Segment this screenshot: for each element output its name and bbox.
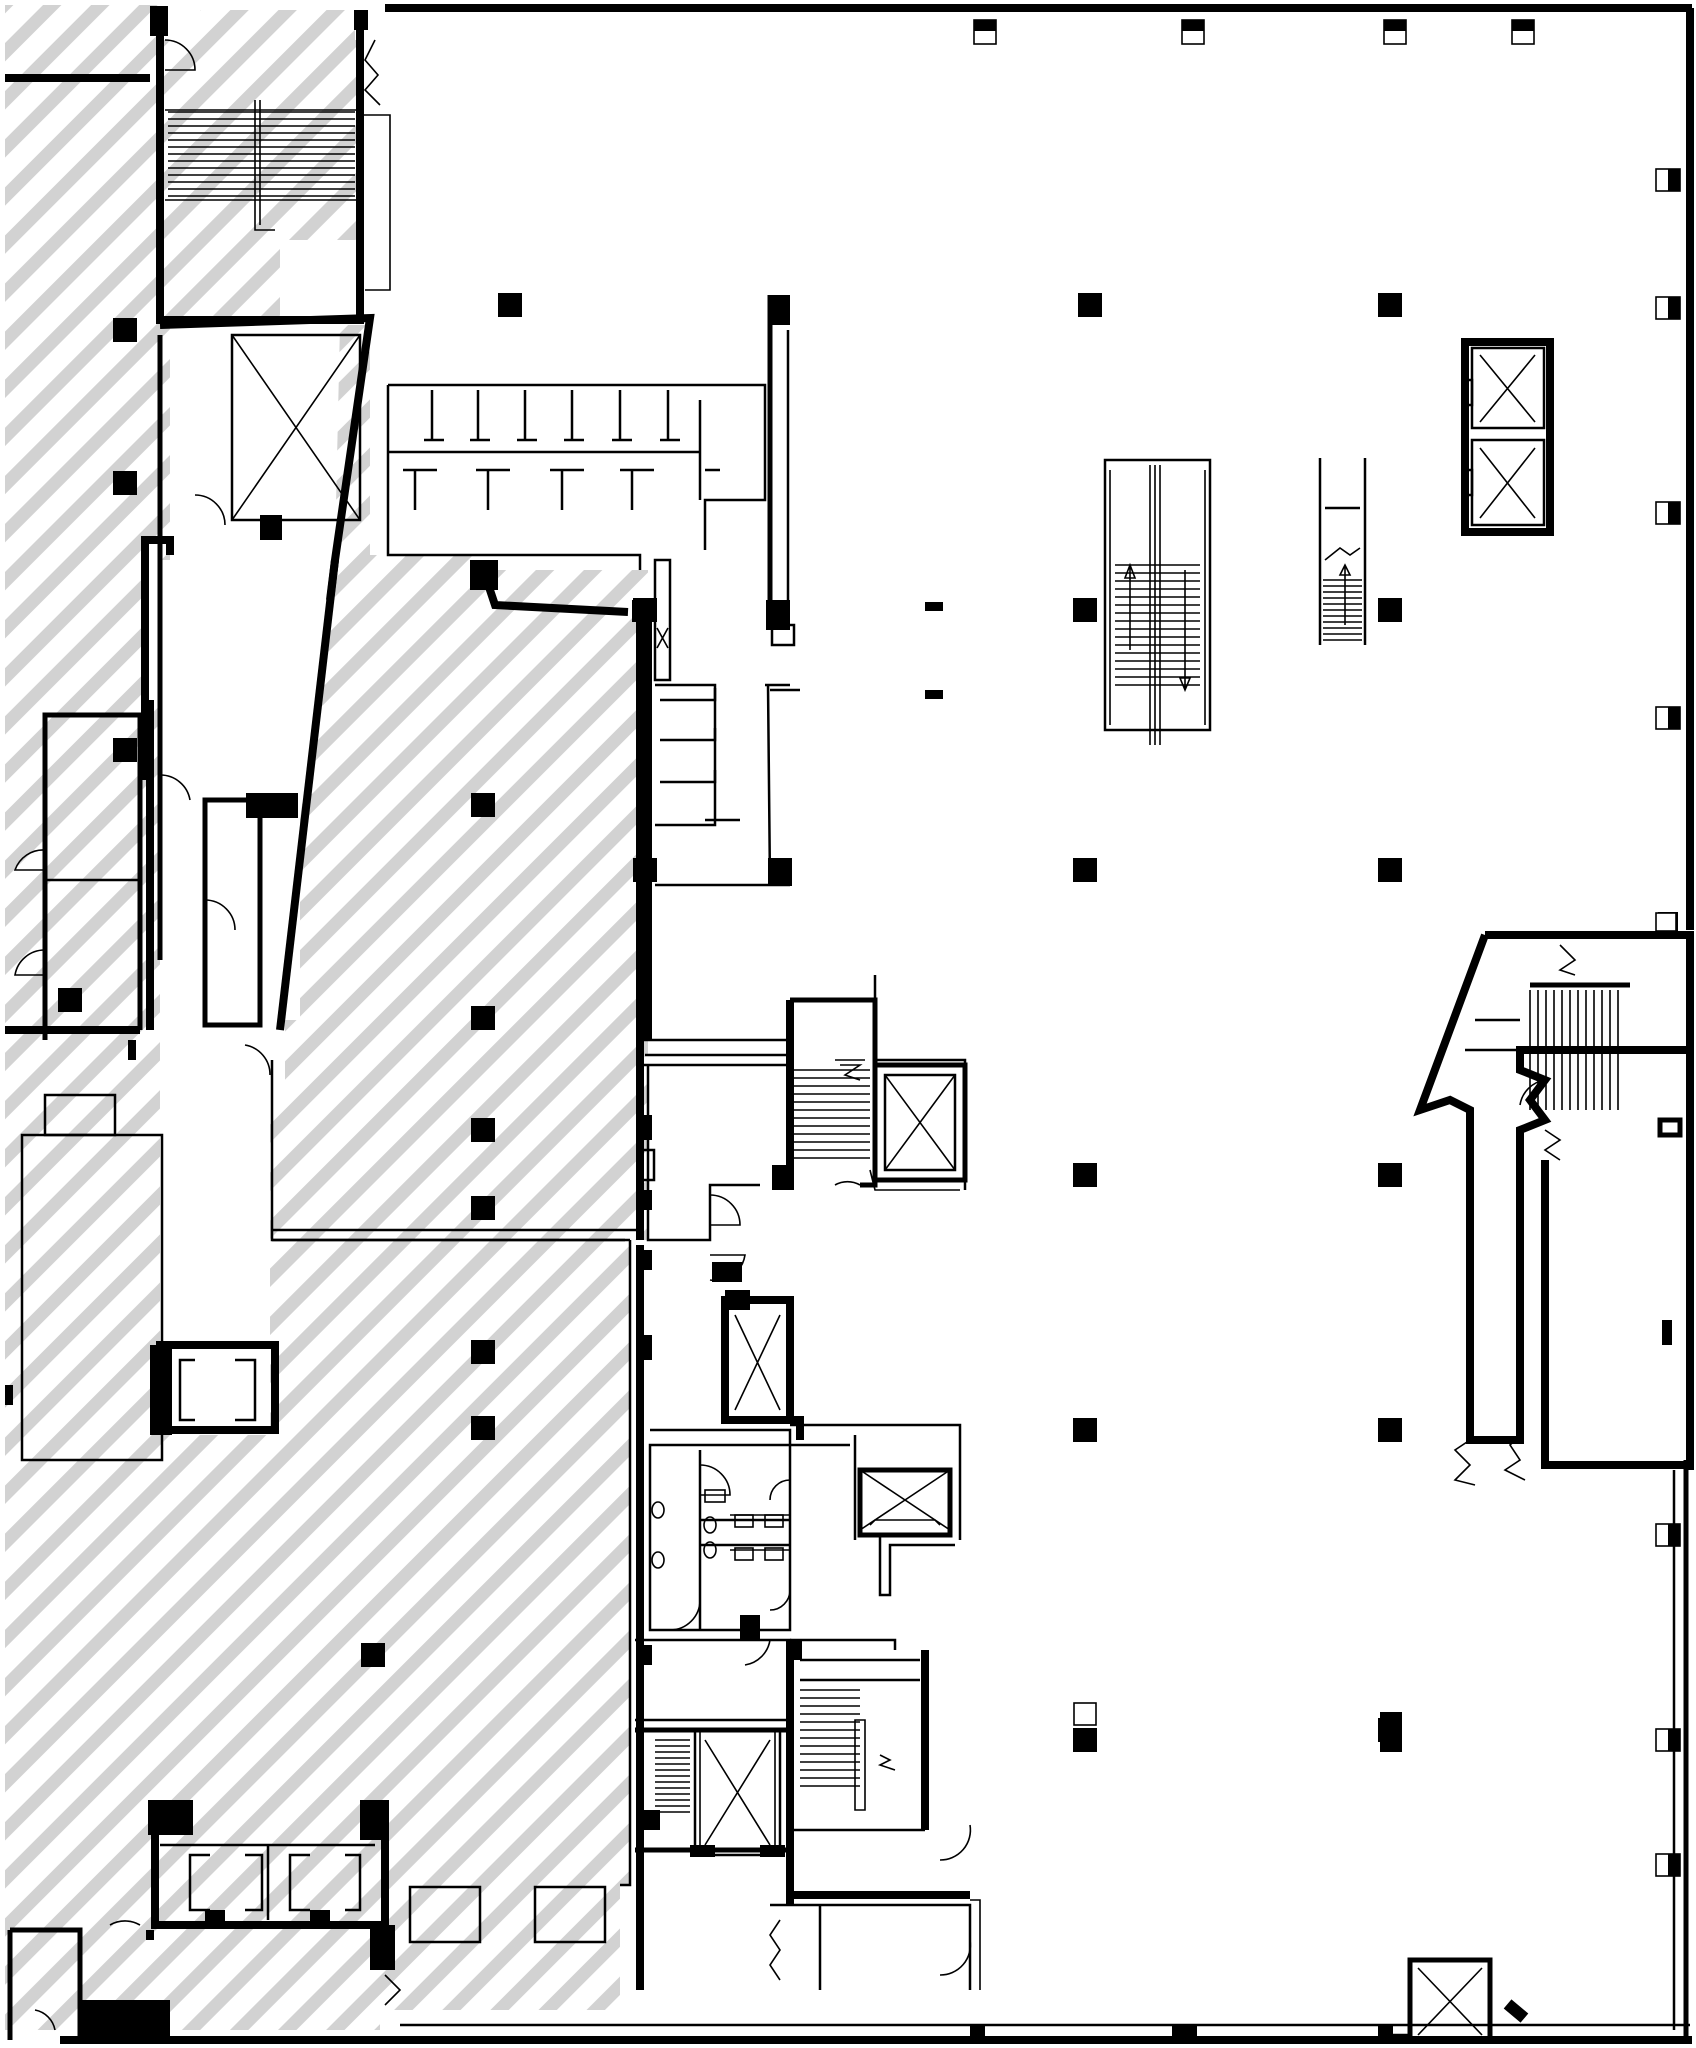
structural-column: [128, 1040, 136, 1060]
structural-column: [58, 988, 82, 1012]
cubicle-partition: [660, 390, 680, 442]
hatched-area-west-strip: [5, 5, 360, 1030]
west-block-objects: [20, 1093, 279, 1462]
cubicle-partition: [698, 400, 720, 500]
southwest-bottom-rooms: [7, 1885, 607, 2044]
perimeter-pier-fill: [1182, 20, 1204, 31]
cubicle-partition: [660, 688, 717, 702]
perimeter-pier-fill: [1668, 1854, 1680, 1876]
structural-column: [471, 1340, 495, 1364]
structural-column: [1073, 598, 1097, 622]
perimeter-pier-fill: [1668, 1524, 1680, 1546]
sink-fixture: [734, 1547, 754, 1561]
perimeter-pier-fill: [1512, 20, 1534, 31]
cubicle-partition: [476, 468, 510, 510]
structural-column: [1078, 293, 1102, 317]
structural-column: [633, 858, 657, 882]
outer-walls: [5, 4, 1694, 2044]
structural-column: [471, 1006, 495, 1030]
cubicle-partition: [517, 390, 537, 442]
perimeter-pier-fill: [1384, 20, 1406, 31]
structural-column: [113, 318, 137, 342]
cubicle-partition: [470, 390, 490, 442]
structural-column: [113, 738, 137, 762]
structural-column: [498, 293, 522, 317]
cubicle-partition: [424, 390, 444, 442]
northeast-elevators: [1461, 338, 1554, 536]
structural-column: [925, 602, 943, 611]
hatched-area-southwest: [5, 1030, 630, 2030]
structural-column: [1378, 1163, 1402, 1187]
structural-column: [1378, 293, 1402, 317]
north-cubicle-block: [386, 295, 796, 647]
perimeter-pier-fill: [1668, 169, 1680, 191]
hatched-area-group: [5, 5, 648, 2030]
cubicle-partition: [403, 468, 437, 510]
diagonal-wall: [276, 559, 339, 1031]
cubicle-partition: [620, 468, 654, 510]
toilet-fixture: [703, 1516, 717, 1534]
structural-columns: [5, 293, 1402, 1752]
cubicle-partition: [612, 390, 632, 442]
structural-column: [361, 1643, 385, 1667]
cubicle-partition: [660, 728, 717, 742]
sink-fixture: [764, 1514, 784, 1528]
toilet-fixture: [651, 1551, 665, 1569]
central-corridor-lines: [272, 1053, 790, 1887]
perimeter-pier-fill: [1668, 707, 1680, 729]
structural-column: [1378, 858, 1402, 882]
small-stair: [1318, 458, 1367, 645]
sink-fixture: [734, 1514, 754, 1528]
structural-column: [925, 690, 943, 699]
perimeter-pier-fill: [1668, 1729, 1680, 1751]
cubicle-partition: [660, 770, 717, 784]
structural-column: [1378, 598, 1402, 622]
southwest-elevator-lobby: [148, 1800, 389, 1929]
structural-column: [1073, 858, 1097, 882]
central-south-core: [636, 1065, 962, 1940]
escalator: [1103, 458, 1212, 745]
sink-fixture: [704, 1489, 726, 1503]
cubicle-partition: [705, 688, 800, 822]
structural-column: [1378, 1418, 1402, 1442]
structural-column: [471, 1118, 495, 1142]
east-stair-core: [1413, 912, 1694, 1486]
structural-column: [471, 793, 495, 817]
central-divider: [632, 558, 800, 1240]
structural-column: [471, 1416, 495, 1440]
sink-fixture: [764, 1547, 784, 1561]
perimeter-pier-fill: [1668, 502, 1680, 524]
cubicle-partition: [550, 468, 584, 510]
perimeter-pier-fill: [974, 20, 996, 31]
structural-column: [113, 471, 137, 495]
corridor-wall-nw: [5, 536, 174, 1034]
structural-column: [1073, 1728, 1097, 1752]
southeast-elevator: [970, 1957, 1529, 2043]
perimeter-pier-fill: [1668, 297, 1680, 319]
south-central-core: [635, 1638, 981, 1990]
central-stair-elevator: [772, 975, 968, 1191]
structural-column-outline: [1073, 1702, 1097, 1726]
perimeter-piers: [973, 19, 1681, 1877]
cubicle-partition: [564, 390, 584, 442]
structural-column: [1380, 1712, 1402, 1752]
structural-column: [471, 1196, 495, 1220]
structural-column: [1073, 1163, 1097, 1187]
toilet-fixture: [651, 1501, 665, 1519]
structural-column: [633, 598, 657, 622]
toilet-fixture: [703, 1541, 717, 1559]
structural-column: [5, 1385, 13, 1405]
structural-column: [1073, 1418, 1097, 1442]
perimeter-pier: [1655, 912, 1677, 932]
hatched-area-center-top: [270, 325, 648, 1240]
